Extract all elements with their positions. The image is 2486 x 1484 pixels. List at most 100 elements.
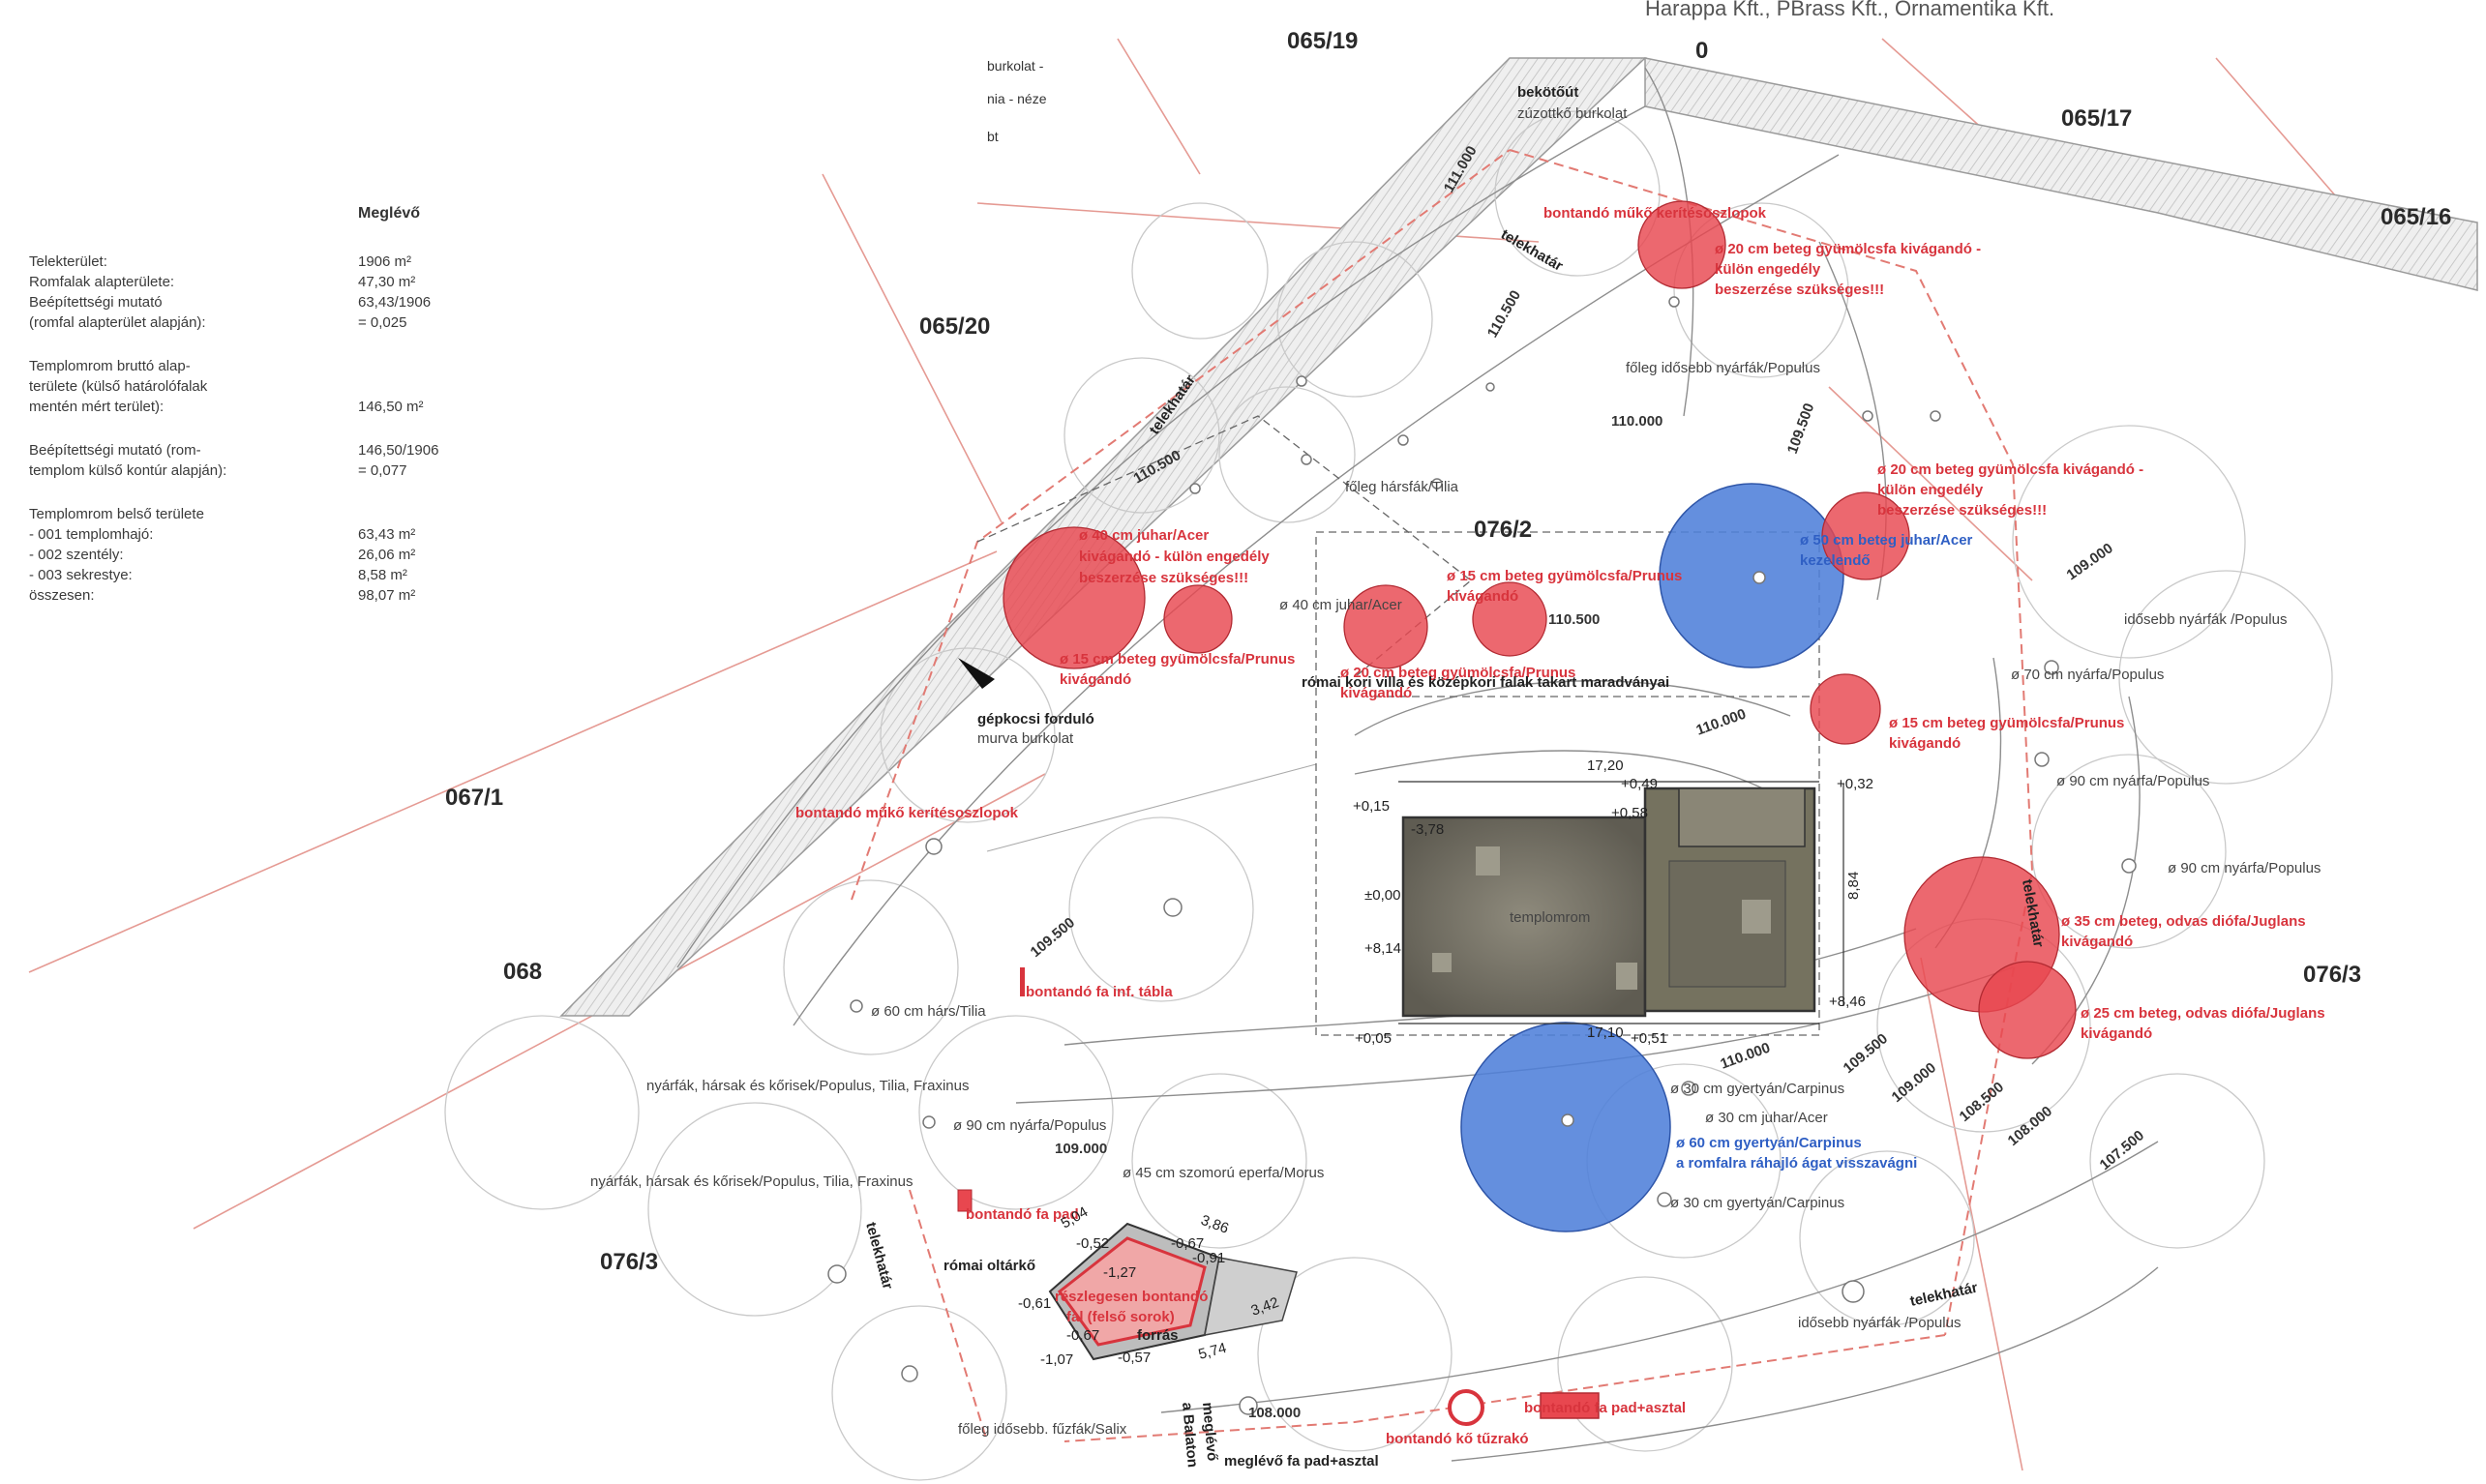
parcel-076-2: 076/2	[1474, 517, 1532, 543]
label-acer-remove: ø 40 cm juhar/Acer	[1079, 527, 1209, 544]
blue-annotations: ø 50 cm beteg juhar/Acer kezelendő ø 60 …	[1676, 532, 1973, 1172]
blue-trees	[1460, 483, 1844, 1232]
dim-altar: -0,91	[1192, 1250, 1225, 1266]
tree-markers	[827, 296, 2137, 1415]
label-access-road: bekötőút	[1517, 84, 1578, 101]
contour-label: 110.000	[1719, 1040, 1773, 1073]
dim-altar: -1,07	[1040, 1351, 1073, 1368]
red-trees	[1003, 200, 2077, 1059]
parcel-065-20: 065/20	[919, 313, 990, 340]
label-fruit-tree-2: ø 20 cm beteg gyümölcsfa kivágandó -	[1877, 461, 2143, 478]
parcel-numbers: 065/19 065/17 065/16 065/20 076/2 067/1 …	[445, 28, 2451, 1275]
label-bench: bontandó fa pad	[966, 1206, 1079, 1223]
label-carpinus-treat: ø 60 cm gyertyán/Carpinus	[1676, 1135, 1862, 1151]
dim-altar: -0,61	[1018, 1295, 1051, 1312]
dim-top: 17,20	[1587, 757, 1624, 774]
contour-label: 109.500	[1784, 401, 1818, 457]
dim-altar: -0,57	[1118, 1350, 1151, 1366]
tree-remove-7	[1810, 673, 1881, 745]
dim-bottom: 17,10	[1587, 1024, 1624, 1041]
label-fruit-tree-2b: külön engedély	[1877, 482, 1984, 498]
contour-label: 108.500	[1957, 1079, 2007, 1125]
label-acer-30: ø 30 cm juhar/Acer	[1705, 1110, 1828, 1126]
label-carpinus-30a: ø 30 cm gyertyán/Carpinus	[1670, 1081, 1844, 1097]
church-ruin	[1401, 787, 1816, 1018]
label-fruit-tree-1b: külön engedély	[1715, 261, 1821, 278]
label-boundary-s: telekhatár	[1908, 1280, 1979, 1310]
parcel-065-17: 065/17	[2061, 105, 2132, 132]
dim-altar: 5,74	[1197, 1340, 1229, 1363]
tree-carpinus-treat	[1460, 1022, 1671, 1232]
contour-label: 109.000	[1889, 1059, 1939, 1106]
dim-side: 8,84	[1845, 872, 1862, 900]
tree-remove-9	[1978, 961, 2077, 1059]
ruin-dimensions: 17,20 +0,49 +0,58 +0,15 -3,78 ±0,00 +8,1…	[1353, 757, 1873, 1047]
label-prunus-1b: kivágandó	[1060, 671, 1131, 688]
label-church-ruin: templomrom	[1510, 909, 1590, 926]
label-lindens: főleg hársfák/Tilia	[1345, 479, 1459, 495]
label-willows: főleg idősebb. fűzfák/Salix	[958, 1421, 1127, 1438]
parcel-068: 068	[503, 959, 542, 985]
contour-label: 110.500	[1548, 611, 1600, 628]
label-gravel-b: murva burkolat	[977, 730, 1074, 747]
label-remove-posts-west: bontandó műkő kerítésoszlopok	[795, 805, 1019, 821]
dim-level: -3,78	[1411, 821, 1444, 838]
label-remove-posts-top: bontandó műkő kerítésoszlopok	[1543, 205, 1767, 222]
label-poplars-north: főleg idősebb nyárfák/Populus	[1626, 360, 1820, 376]
contour-label: 109.000	[1055, 1141, 1107, 1157]
contour-label: 110.000	[1611, 413, 1662, 430]
canopy-outlines	[444, 110, 2333, 1481]
label-roman-altar: római oltárkő	[943, 1258, 1035, 1274]
dim-level: +8,14	[1364, 940, 1401, 957]
label-poplar-90b: ø 90 cm nyárfa/Populus	[2168, 860, 2321, 876]
dim-altar: -1,27	[1103, 1264, 1136, 1281]
dim-level: +0,05	[1355, 1030, 1392, 1047]
label-carpinus-30b: ø 30 cm gyertyán/Carpinus	[1670, 1195, 1844, 1211]
label-wall-partial: részlegesen bontandó	[1055, 1289, 1208, 1305]
parcel-076-3-east: 076/3	[2303, 962, 2361, 988]
dim-altar: -0,52	[1076, 1235, 1109, 1252]
label-info-sign: bontandó fa inf. tábla	[1026, 984, 1173, 1000]
label-acer-40: ø 40 cm juhar/Acer	[1279, 597, 1402, 613]
label-mixed-2: nyárfák, hársak és kőrisek/Populus, Tili…	[590, 1173, 913, 1190]
label-juglans-2b: kivágandó	[2081, 1025, 2152, 1042]
label-prunus-3b: kivágandó	[1340, 685, 1412, 701]
dim-altar: -0,67	[1171, 1235, 1204, 1252]
credit-text: Harappa Kft., PBrass Kft., Ornamentika K…	[1645, 0, 2055, 20]
label-juglans-1: ø 35 cm beteg, odvas diófa/Juglans	[2061, 913, 2306, 930]
label-morus: ø 45 cm szomorú eperfa/Morus	[1123, 1165, 1324, 1181]
dim-level: +0,51	[1631, 1030, 1667, 1047]
parcel-partial: 0	[1695, 38, 1708, 64]
parcel-067-1: 067/1	[445, 785, 503, 811]
tree-remove-2	[1821, 491, 1910, 580]
label-prunus-4b: kivágandó	[1889, 735, 1961, 752]
parcel-076-3-west: 076/3	[600, 1249, 658, 1275]
dim-level: +0,49	[1621, 776, 1658, 792]
label-prunus-2: ø 15 cm beteg gyümölcsfa/Prunus	[1447, 568, 1682, 584]
tree-remove-4	[1163, 584, 1233, 654]
contour-label: 109.500	[1841, 1030, 1891, 1077]
contour-label: 108.000	[1248, 1405, 1301, 1421]
contour-label: 107.500	[2097, 1127, 2147, 1173]
label-existing-bench: meglévő fa pad+asztal	[1224, 1453, 1379, 1469]
label-acer-remove-c: beszerzése szükséges!!!	[1079, 570, 1248, 586]
label-fruit-tree-1: ø 20 cm beteg gyümölcsfa kivágandó -	[1715, 241, 1981, 257]
cut-text-1: burkolat -	[987, 58, 1044, 74]
tree-remove-3	[1003, 526, 1146, 669]
label-roman-villa: római kori villa és középkori falak taka…	[1302, 674, 1669, 691]
tree-remove-1	[1637, 200, 1726, 289]
label-carpinus-treat-b: a romfalra ráhajló ágat visszavágni	[1676, 1155, 1917, 1172]
dim-level: +0,58	[1611, 805, 1648, 821]
label-fruit-tree-2c: beszerzése szükséges!!!	[1877, 502, 2047, 519]
label-prunus-1: ø 15 cm beteg gyümölcsfa/Prunus	[1060, 651, 1295, 668]
cut-text-3: bt	[987, 129, 999, 144]
dim-altar: 3,86	[1199, 1212, 1231, 1237]
tree-acer-treat	[1659, 483, 1844, 668]
dim-level: +0,32	[1837, 776, 1873, 792]
contour-label: 108.000	[2005, 1103, 2055, 1149]
tree-remove-6	[1472, 581, 1547, 657]
cut-text-2: nia - néze	[987, 91, 1047, 106]
dim-altar: -0,67	[1066, 1327, 1099, 1344]
label-poplars-east: idősebb nyárfák /Populus	[2124, 611, 2287, 628]
